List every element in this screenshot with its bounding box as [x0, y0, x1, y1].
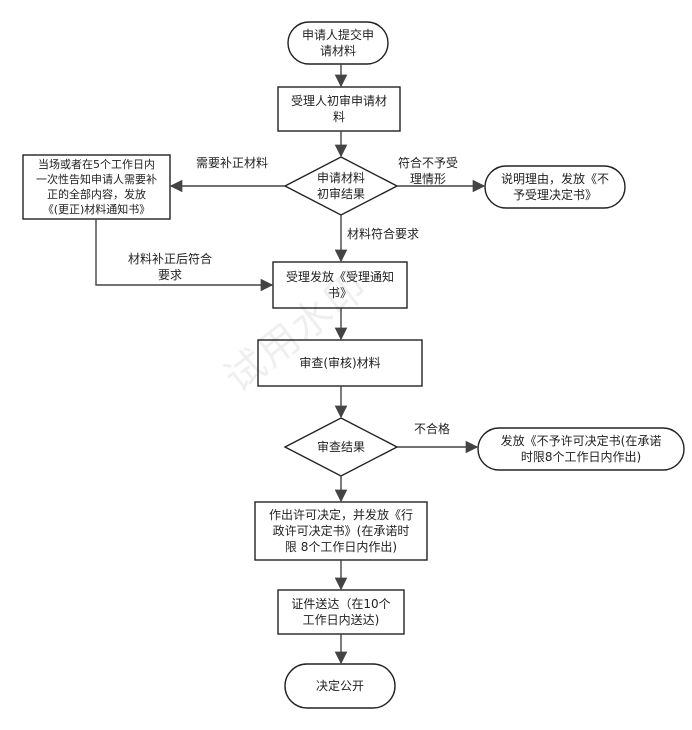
node-permit-label: 作出许可决定，并发放《行 政许可决定书》(在承诺时 限 8个工作日内作出)	[268, 508, 413, 554]
node-permit: 作出许可决定，并发放《行 政许可决定书》(在承诺时 限 8个工作日内作出)	[255, 502, 427, 560]
edge-label-unqualified: 不合格	[414, 422, 451, 436]
node-decision1: 申请材料 初审结果	[291, 170, 391, 202]
node-publish: 决定公开	[285, 664, 395, 708]
node-deliver: 证件送达（在10个 工作日内送达)	[278, 590, 404, 634]
node-deliver-label: 证件送达（在10个 工作日内送达)	[291, 597, 391, 627]
node-accept-notice: 受理发放《受理通知 书》	[273, 262, 407, 308]
deliver-shape	[277, 589, 405, 635]
node-no-permit-label: 发放《不予许可决定书(在承诺 时限8个工作日内作出)	[500, 434, 662, 464]
start-shape	[287, 21, 389, 65]
node-notify-supplement-label: 当场或者在5个工作日内 一次性告知申请人需要补 正的全部内容，发放 《(更正)材…	[36, 158, 157, 216]
node-start-label: 申请人提交申 请材料	[301, 28, 374, 58]
edge-label-need-supplement: 需要补正材料	[196, 156, 269, 170]
edge-label-after-supplement: 材料补正后符合 要求	[128, 252, 213, 282]
initial-review-shape	[277, 86, 401, 132]
node-review-label: 审查(审核)材料	[299, 356, 381, 370]
edge-label-not-accept: 符合不予受 理情形	[398, 156, 459, 186]
edge-notify-to-accept	[95, 219, 274, 292]
node-review: 审查(审核)材料	[258, 340, 422, 386]
node-notify-supplement: 当场或者在5个工作日内 一次性告知申请人需要补 正的全部内容，发放 《(更正)材…	[23, 155, 170, 219]
node-decision2: 审查结果	[291, 439, 391, 455]
edge-label-meets-requirements: 材料符合要求	[347, 227, 420, 241]
node-decision1-label: 申请材料 初审结果	[316, 171, 365, 201]
node-publish-label: 决定公开	[315, 679, 364, 693]
node-initial-review: 受理人初审申请材 料	[278, 87, 400, 131]
node-no-permit: 发放《不予许可决定书(在承诺 时限8个工作日内作出)	[478, 428, 684, 470]
review-shape	[257, 339, 423, 387]
node-initial-review-label: 受理人初审申请材 料	[290, 94, 387, 124]
node-decision2-label: 审查结果	[316, 440, 365, 454]
node-accept-notice-label: 受理发放《受理通知 书》	[285, 270, 394, 300]
node-reject-notice: 说明理由，发放《不 予受理决定书》	[485, 166, 625, 208]
node-start: 申请人提交申 请材料	[288, 22, 388, 64]
accept-notice-shape	[272, 261, 408, 309]
node-reject-notice-label: 说明理由，发放《不 予受理决定书》	[500, 172, 609, 202]
permit-shape	[254, 501, 428, 561]
